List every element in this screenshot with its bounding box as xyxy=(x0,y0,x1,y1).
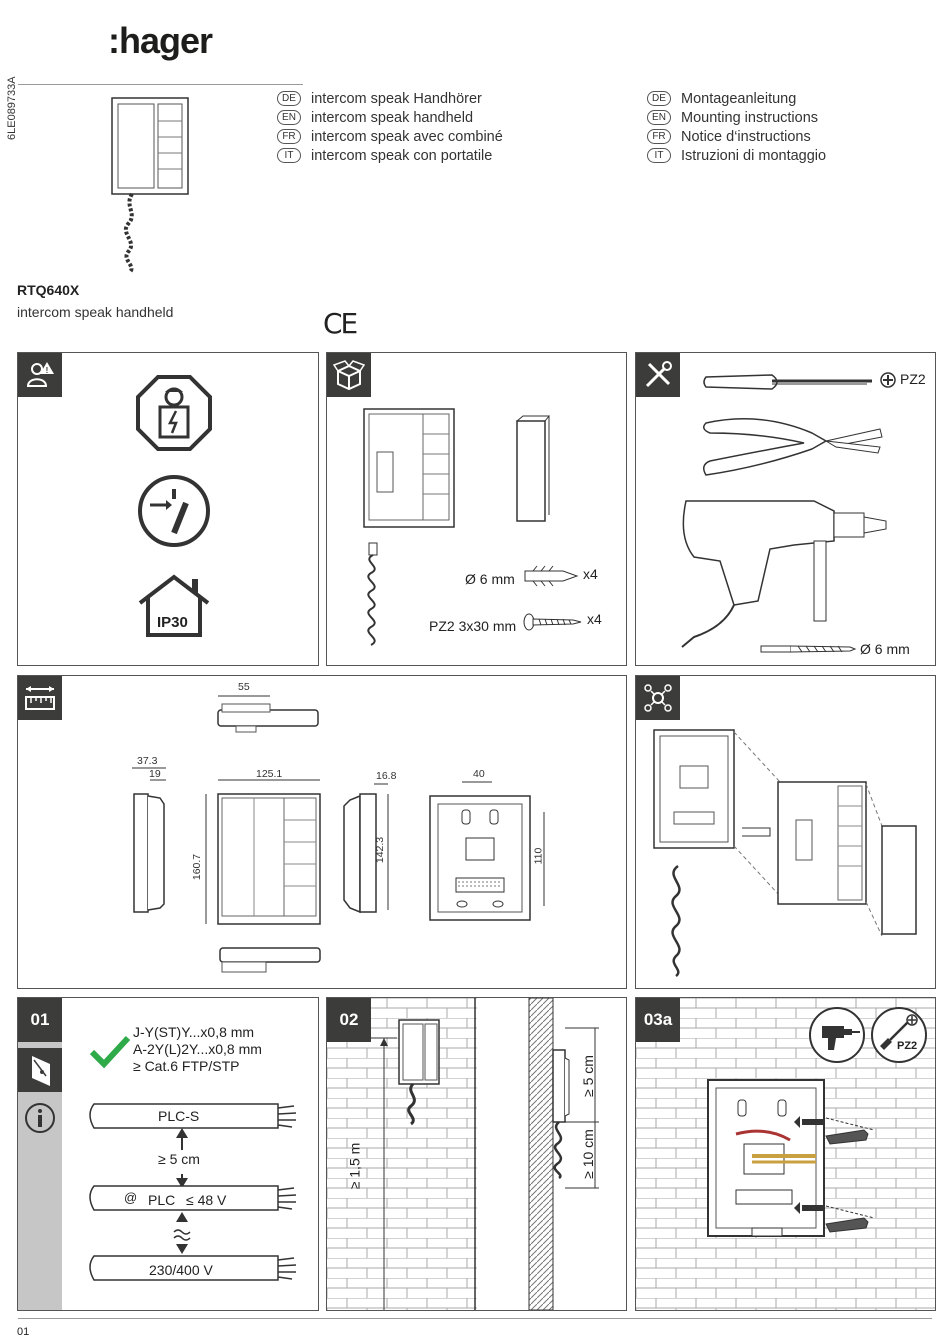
exploded-view-drawing xyxy=(653,729,917,977)
step-01-number: 01 xyxy=(18,998,62,1042)
tools-panel: PZ2 Ø 6 mm xyxy=(635,352,936,666)
cable-line-plc-s: PLC-S xyxy=(158,1108,200,1124)
dim-side-depth-body: 19 xyxy=(149,768,161,780)
ce-mark: CE xyxy=(323,307,358,340)
footer-divider xyxy=(18,1318,932,1319)
top-view-drawing xyxy=(217,695,319,733)
svg-text:!: ! xyxy=(46,366,49,375)
drill-tool-icon xyxy=(809,1007,865,1063)
tools-icon xyxy=(636,353,680,397)
screwdriver-tool-icon xyxy=(871,1007,927,1063)
side-view-2-drawing xyxy=(343,783,389,914)
dim-front-width: 125.1 xyxy=(256,768,283,780)
step-03a-panel: 03a PZ2 xyxy=(635,997,936,1311)
cable-line-mains: 230/400 V xyxy=(149,1262,213,1278)
cable-line-plc-prefix: @ xyxy=(124,1190,138,1205)
step-02-number: 02 xyxy=(327,998,371,1042)
box-icon xyxy=(327,353,371,397)
cable-entry-icon xyxy=(32,1056,50,1086)
dim-top-width: 55 xyxy=(238,681,250,693)
handset-drawing xyxy=(516,415,551,522)
wall-mounted-unit xyxy=(398,1019,440,1126)
package-panel: Ø 6 mm x4 PZ2 3x30 mm x4 xyxy=(326,352,627,666)
dim-side2-depth: 16.8 xyxy=(376,770,397,782)
screw-quantity: x4 xyxy=(587,611,602,627)
wall-anchor-icon xyxy=(524,565,579,587)
checkmark-icon xyxy=(89,1035,131,1069)
disconnect-power-icon xyxy=(138,475,210,547)
info-icon xyxy=(25,1103,55,1133)
mounting-height-label: ≥ 1,5 m xyxy=(346,1142,363,1190)
drill-bit-drawing xyxy=(760,645,857,653)
handheld-unit-drawing xyxy=(363,408,455,528)
anchor-quantity: x4 xyxy=(583,566,598,582)
hager-logo: :hager xyxy=(108,20,213,61)
cable-separation-diagram xyxy=(89,1103,297,1281)
step-02-panel: 02 ≥ 1,5 m ≥ 5 cm ≥ 10 cm xyxy=(326,997,627,1311)
safety-panel: ! IP30 xyxy=(17,352,319,666)
screwdriver-size-label: PZ2 xyxy=(897,1040,918,1052)
bottom-view-drawing xyxy=(219,947,321,973)
model-subtitle: intercom speak handheld xyxy=(17,304,174,320)
house-icon xyxy=(138,574,210,637)
drillbit-label: Ø 6 mm xyxy=(860,641,910,657)
header-divider xyxy=(18,84,303,85)
step-03a-number: 03a xyxy=(636,998,680,1042)
mounting-plate-drawing xyxy=(429,781,545,921)
step-01-panel: 01 J-Y(ST)Y...x0,8 mm A-2Y(L)2Y...x0,8 m… xyxy=(17,997,319,1311)
dim-front-height: 160.7 xyxy=(191,853,204,881)
page-number: 01 xyxy=(17,1326,30,1338)
dim-side-depth-total: 37.3 xyxy=(137,755,158,767)
handheld-illustration xyxy=(111,97,189,274)
model-number: RTQ640X xyxy=(17,282,80,298)
ruler-icon xyxy=(18,676,62,720)
anchor-label: Ø 6 mm xyxy=(465,571,515,587)
height-dimension-line xyxy=(371,1037,397,1310)
mounting-plate-on-wall xyxy=(707,1079,875,1237)
dim-plate-hole-spacing: 40 xyxy=(473,768,485,780)
front-view-drawing xyxy=(205,779,321,925)
screwdriver-label: PZ2 xyxy=(900,371,926,387)
screw-label: PZ2 3x30 mm xyxy=(429,618,517,634)
bottom-clearance-label: ≥ 10 cm xyxy=(579,1129,596,1179)
top-clearance-label: ≥ 5 cm xyxy=(579,1055,596,1097)
coiled-cord-drawing xyxy=(367,542,378,646)
screw-icon xyxy=(523,613,582,631)
document-number: 6LE089733A xyxy=(6,76,18,140)
assembly-icon xyxy=(636,676,680,720)
cable-line-plc-voltage: ≤ 48 V xyxy=(186,1192,227,1208)
screwdriver-drawing xyxy=(703,374,872,390)
electrician-warning-icon: ! xyxy=(18,353,62,397)
wire-stripper-drawing xyxy=(703,418,883,476)
assembly-panel xyxy=(635,675,936,989)
wall-section-drawing xyxy=(528,998,599,1310)
dimensions-panel: 55 37.3 19 125.1 160.7 16.8 142.3 40 110 xyxy=(17,675,627,989)
cable-line-plc: PLC xyxy=(148,1192,176,1208)
cable-type-3: ≥ Cat.6 FTP/STP xyxy=(133,1058,240,1074)
qualified-electrician-icon xyxy=(136,375,212,451)
side-view-drawing xyxy=(132,767,166,913)
ip-rating: IP30 xyxy=(157,614,188,631)
cable-gap-label: ≥ 5 cm xyxy=(158,1151,200,1167)
phillips-icon xyxy=(880,372,896,388)
cable-type-1: J-Y(ST)Y...x0,8 mm xyxy=(133,1024,255,1040)
cable-type-2: A-2Y(L)2Y...x0,8 mm xyxy=(133,1041,262,1057)
drill-drawing xyxy=(681,500,887,648)
cable-position-icon-box xyxy=(18,1048,62,1092)
